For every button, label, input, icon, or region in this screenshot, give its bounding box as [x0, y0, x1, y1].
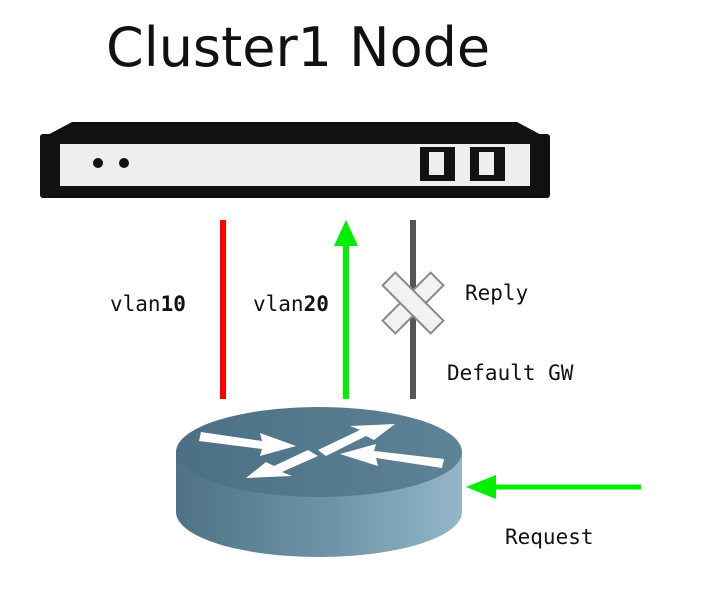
server-led-icon: [119, 158, 129, 168]
request-label: Request: [505, 525, 594, 549]
diagram-title: Cluster1 Node: [106, 16, 490, 79]
request-arrow: [466, 475, 641, 499]
blocked-x-icon: [381, 271, 445, 335]
server-led-icon: [93, 158, 103, 168]
request-arrowhead-icon: [466, 475, 496, 499]
vlan20-arrowhead-icon: [334, 220, 358, 246]
vlan20-label: vlan20: [253, 292, 329, 316]
server-node-icon: [40, 122, 550, 198]
router-icon: [176, 407, 462, 557]
vlan10-label: vlan10: [110, 292, 186, 316]
default-gw-label: Default GW: [447, 361, 574, 385]
vlan20-link: [334, 220, 358, 399]
reply-label: Reply: [465, 281, 528, 305]
